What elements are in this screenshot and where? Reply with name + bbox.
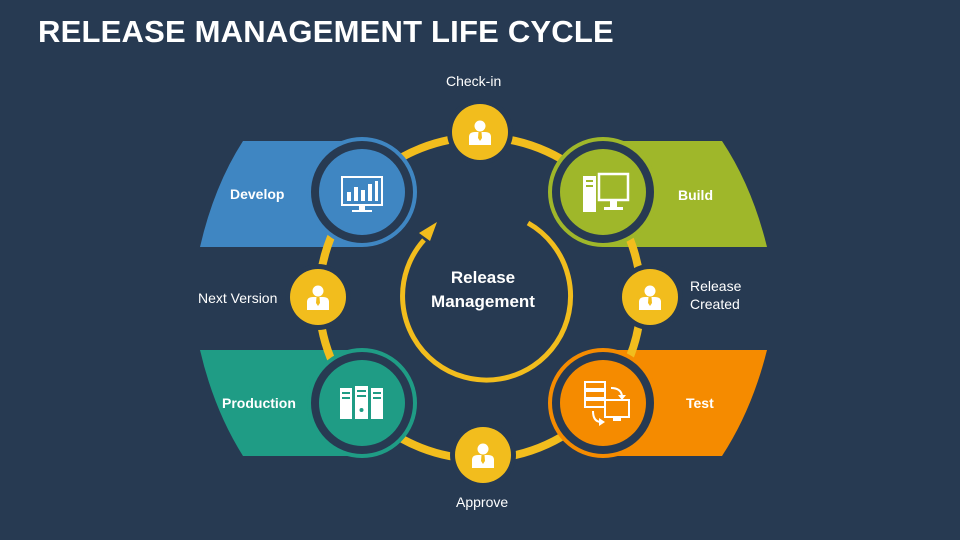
next-version-label: Next Version xyxy=(198,290,278,306)
release-created-label: Release Created xyxy=(690,277,741,313)
test-node[interactable] xyxy=(548,348,658,458)
server-sync-icon xyxy=(584,381,630,426)
checkin-node[interactable] xyxy=(447,99,513,165)
build-label: Build xyxy=(678,187,713,203)
develop-label: Develop xyxy=(230,186,285,202)
monitor-chart-icon xyxy=(341,176,383,212)
next-version-node[interactable] xyxy=(285,264,351,330)
release-created-node[interactable] xyxy=(617,264,683,330)
page-title: RELEASE MANAGEMENT LIFE CYCLE xyxy=(38,14,614,49)
server-rack-icon xyxy=(340,386,383,419)
desktop-computer-icon xyxy=(583,172,630,212)
approve-label: Approve xyxy=(456,494,509,510)
center-label: Release Management xyxy=(400,266,566,314)
center-label-line2: Management xyxy=(431,292,535,311)
production-label: Production xyxy=(222,395,296,411)
approve-node[interactable] xyxy=(450,422,516,488)
build-node[interactable] xyxy=(548,137,658,247)
center-label-line1: Release xyxy=(450,268,516,287)
production-node[interactable] xyxy=(307,348,417,458)
inner-arrow-head xyxy=(419,222,437,241)
develop-node[interactable] xyxy=(307,137,417,247)
checkin-label: Check-in xyxy=(446,73,502,89)
release-created-line2: Created xyxy=(690,296,740,312)
test-label: Test xyxy=(686,395,714,411)
inner-cycle-arrow xyxy=(400,220,574,383)
release-created-line1: Release xyxy=(690,278,742,294)
